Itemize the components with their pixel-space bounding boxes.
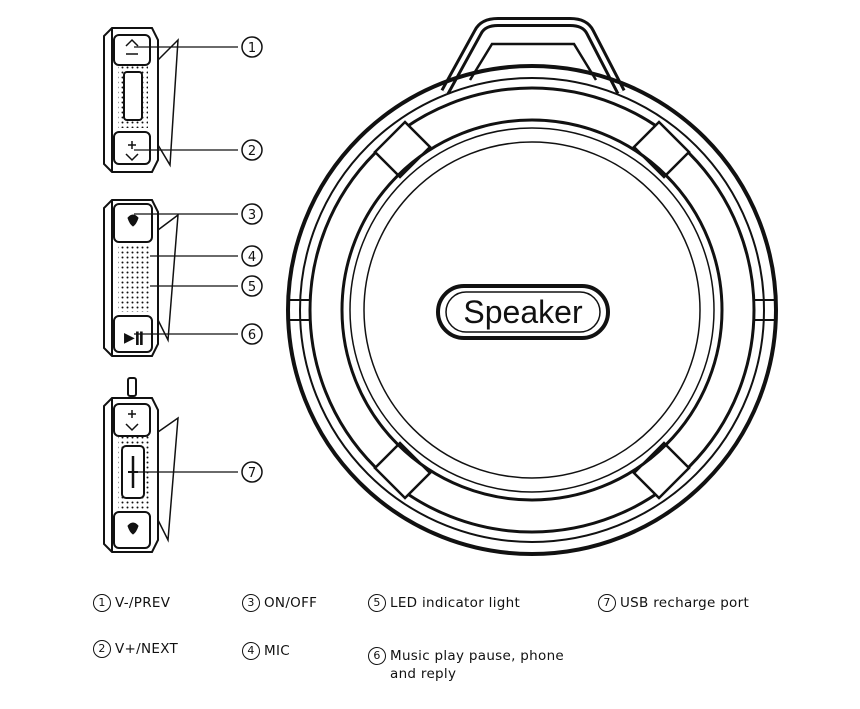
side-view-volume: [103, 27, 179, 173]
svg-text:3: 3: [248, 208, 256, 223]
legend-num: 2: [93, 640, 111, 658]
callout-5: 5: [241, 275, 263, 297]
svg-text:1: 1: [248, 41, 256, 56]
legend-text-line2: and reply: [390, 666, 457, 682]
callout-6: 6: [241, 323, 263, 345]
side-view-power: ▶ǁ: [103, 199, 179, 357]
legend-text: LED indicator light: [390, 595, 521, 611]
legend-item-2: 2 V+/NEXT: [93, 640, 178, 658]
callout-3: 3: [241, 203, 263, 225]
speaker-label: Speaker: [463, 294, 583, 330]
svg-text:7: 7: [248, 466, 256, 481]
legend-item-4: 4 MIC: [242, 642, 290, 660]
speaker-front-view: [286, 17, 778, 556]
side-view-usb: [103, 377, 179, 553]
svg-text:6: 6: [248, 328, 256, 343]
legend-item-1: 1 V-/PREV: [93, 594, 170, 612]
legend-text: Music play pause, phone: [390, 648, 565, 664]
legend-num: 3: [242, 594, 260, 612]
legend-item-6: 6 Music play pause, phone and reply: [368, 647, 564, 683]
svg-text:5: 5: [248, 280, 256, 295]
legend-item-7: 7 USB recharge port: [598, 594, 749, 612]
legend-text: USB recharge port: [620, 595, 750, 611]
legend-text: V-/PREV: [115, 595, 171, 611]
leader-lines: [134, 46, 238, 473]
svg-text:2: 2: [248, 144, 256, 159]
callout-2: 2: [241, 139, 263, 161]
callout-1: 1: [241, 36, 263, 58]
svg-text:▶ǁ: ▶ǁ: [124, 330, 144, 346]
svg-text:4: 4: [248, 250, 256, 265]
legend-num: 6: [368, 647, 386, 665]
legend-item-5: 5 LED indicator light: [368, 594, 520, 612]
legend-text: MIC: [264, 643, 290, 659]
legend-text: V+/NEXT: [115, 641, 179, 657]
callout-7: 7: [241, 461, 263, 483]
legend-text: ON/OFF: [264, 595, 318, 611]
legend-num: 4: [242, 642, 260, 660]
legend-num: 5: [368, 594, 386, 612]
legend-num: 7: [598, 594, 616, 612]
carabiner-loop: [440, 17, 626, 95]
legend-item-3: 3 ON/OFF: [242, 594, 317, 612]
callout-4: 4: [241, 245, 263, 267]
legend-num: 1: [93, 594, 111, 612]
